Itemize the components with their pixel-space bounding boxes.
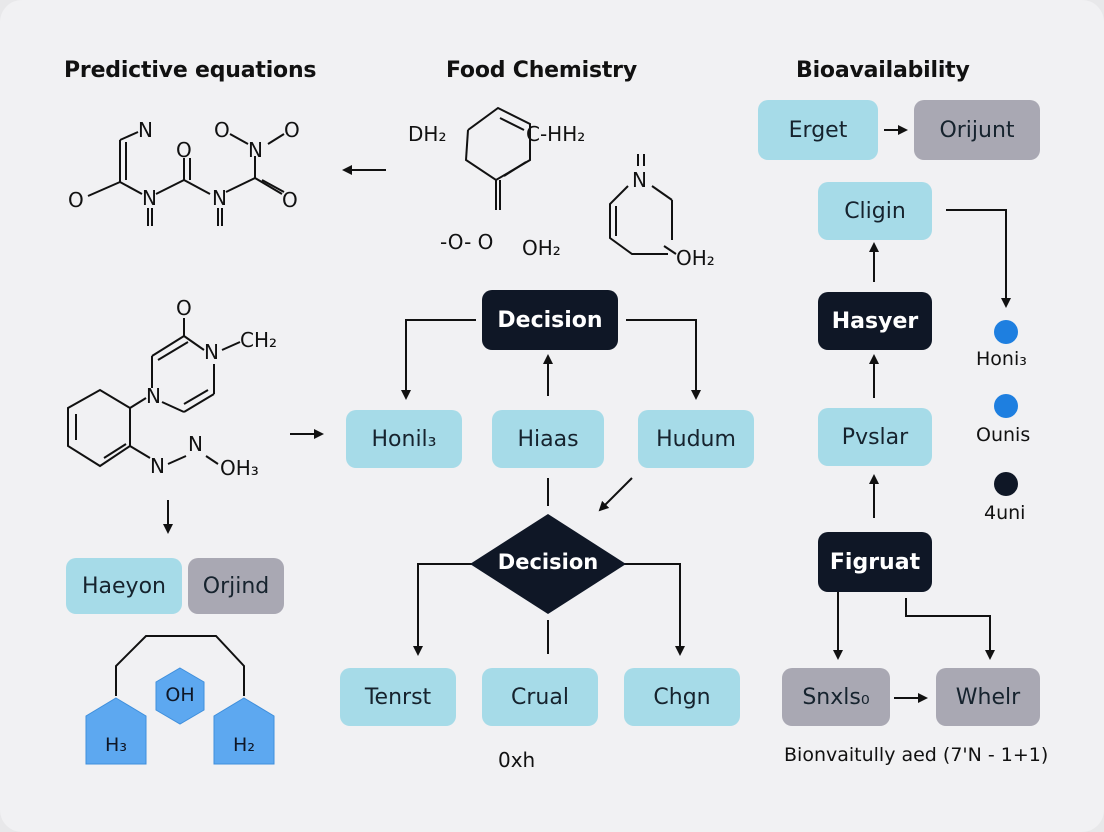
- hexagon-label-oh: OH: [165, 684, 195, 706]
- node-honil[interactable]: Honil₃: [346, 410, 462, 468]
- node-snxls[interactable]: Snxls₀: [782, 668, 890, 726]
- flow-caption: 0xh: [498, 748, 536, 772]
- chem-label: O: [282, 188, 298, 212]
- heading-food-chemistry: Food Chemistry: [446, 58, 637, 83]
- heading-bioavailability: Bioavailability: [796, 58, 970, 83]
- hexagon-label-h2: H₂: [233, 734, 255, 756]
- molecule-2-bonds: [464, 106, 531, 210]
- chem-label: DH₂: [408, 122, 447, 146]
- molecule-1-bonds: [87, 131, 285, 226]
- chem-label: N: [150, 454, 165, 478]
- chem-label: N: [632, 168, 647, 192]
- bioavailability-caption: Bionvaitully aed (7'N - 1+1): [784, 744, 1049, 766]
- chem-label: N: [142, 186, 157, 210]
- chem-label: O: [284, 118, 300, 142]
- hexagon-shapes: [85, 514, 626, 765]
- box-orjind[interactable]: Orjind: [188, 558, 284, 614]
- chem-label: O: [214, 118, 230, 142]
- chem-label: CH₂: [240, 328, 278, 352]
- node-figruat[interactable]: Figruat: [818, 532, 932, 592]
- node-chgn[interactable]: Chgn: [624, 668, 740, 726]
- chem-label: N: [146, 384, 161, 408]
- node-hudum[interactable]: Hudum: [638, 410, 754, 468]
- node-decision-top[interactable]: Decision: [482, 290, 618, 350]
- chem-label: -O- O: [440, 230, 494, 254]
- hexagon-h3: [85, 697, 147, 765]
- chem-label: OH₃: [220, 456, 259, 480]
- chem-label: N: [204, 340, 219, 364]
- node-pvslar[interactable]: Pvslar: [818, 408, 932, 466]
- node-erget[interactable]: Erget: [758, 100, 878, 160]
- legend-label-ounis: Ounis: [976, 424, 1031, 446]
- hexagon-h2: [213, 697, 275, 765]
- hexagon-oh: [155, 667, 205, 725]
- node-hiaas[interactable]: Hiaas: [492, 410, 604, 468]
- legend-dot-ounis: [994, 394, 1018, 418]
- chem-label: N: [212, 186, 227, 210]
- chem-label: O: [68, 188, 84, 212]
- chem-label: C-HH₂: [526, 122, 586, 146]
- box-haeyon[interactable]: Haeyon: [66, 558, 182, 614]
- legend-dot-4uni: [994, 472, 1018, 496]
- node-tenrst[interactable]: Tenrst: [340, 668, 456, 726]
- hex-frame: [115, 635, 245, 696]
- node-crual[interactable]: Crual: [482, 668, 598, 726]
- molecule-4-bonds: [67, 318, 241, 468]
- node-hasyer[interactable]: Hasyer: [818, 292, 932, 350]
- chem-label: N: [138, 118, 153, 142]
- node-decision-diamond[interactable]: Decision: [497, 550, 599, 574]
- legend-dot-honi: [994, 320, 1018, 344]
- molecule-3-bonds: [609, 154, 677, 255]
- node-cligin[interactable]: Cligin: [818, 182, 932, 240]
- legend-label-honi: Honi₃: [976, 348, 1027, 370]
- heading-predictive-equations: Predictive equations: [64, 58, 317, 83]
- chem-label: OH₂: [676, 246, 715, 270]
- decision-diamond-shape: [470, 514, 626, 614]
- hexagon-label-h3: H₃: [105, 734, 127, 756]
- node-orjunt[interactable]: Orijunt: [914, 100, 1040, 160]
- legend-label-4uni: 4uni: [984, 502, 1026, 524]
- node-whelr[interactable]: Whelr: [936, 668, 1040, 726]
- chem-label: N: [188, 432, 203, 456]
- chem-label: O: [176, 138, 192, 162]
- chem-label: OH₂: [522, 236, 561, 260]
- chem-label: O: [176, 296, 192, 320]
- chem-label: N: [248, 138, 263, 162]
